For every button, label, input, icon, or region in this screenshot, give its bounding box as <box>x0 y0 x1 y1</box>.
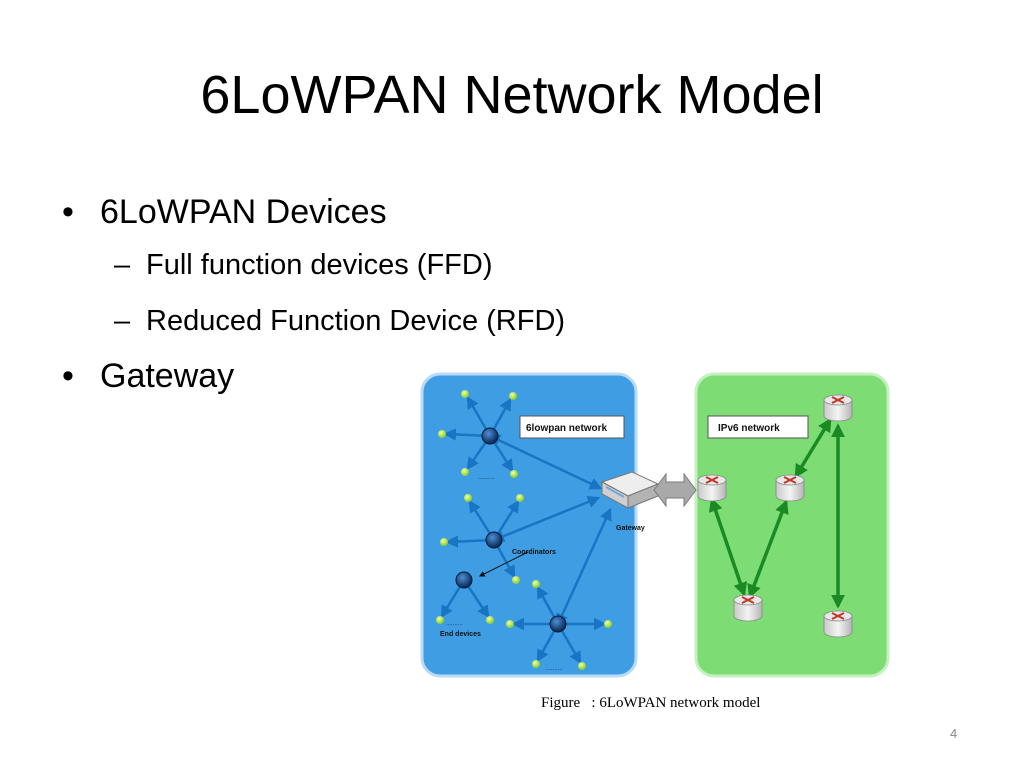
network-diagram: 6lowpan network IPv6 network <box>420 372 890 678</box>
end-devices-label: End devices <box>440 631 481 638</box>
end-device-node <box>604 620 612 628</box>
coordinators-label: Coordinators <box>512 549 556 556</box>
bullet-item: • Gateway <box>60 354 700 398</box>
bullet-list: • 6LoWPAN Devices – Full function device… <box>60 190 700 410</box>
ipv6-label: IPv6 network <box>718 423 780 434</box>
end-device-node <box>512 576 520 584</box>
router-icon <box>697 474 727 502</box>
ipv6-links <box>708 417 845 609</box>
end-device-node <box>532 580 540 588</box>
gateway-label: Gateway <box>616 525 645 532</box>
bullet-text: 6LoWPAN Devices <box>100 193 387 231</box>
sub-bullet-marker: – <box>114 249 131 281</box>
end-device-node <box>486 616 494 624</box>
coordinator-node <box>481 427 499 445</box>
bullet-marker: • <box>62 193 74 231</box>
end-device-node <box>436 616 444 624</box>
coordinator-node <box>549 615 567 633</box>
ellipsis-mark: .......... <box>478 475 495 481</box>
gateway-links <box>487 434 612 627</box>
sub-bullet-item: – Reduced Function Device (RFD) <box>60 302 700 340</box>
end-device-node <box>509 392 517 400</box>
end-device-node <box>506 620 514 628</box>
end-device-node <box>461 468 469 476</box>
slide-title: 6LoWPAN Network Model <box>200 65 824 125</box>
router-icon <box>775 474 805 502</box>
bullet-item: • 6LoWPAN Devices <box>60 190 700 234</box>
end-device-node <box>461 390 469 398</box>
end-device-node <box>578 662 586 670</box>
ellipsis-mark: .......... <box>546 666 563 672</box>
end-device-node <box>516 494 524 502</box>
coordinator-node <box>455 571 473 589</box>
end-device-node <box>532 660 540 668</box>
sub-bullet-marker: – <box>114 305 131 337</box>
figure-caption: Figure : 6LoWPAN network model <box>541 695 761 711</box>
end-device-node <box>464 494 472 502</box>
router-icon <box>823 394 853 422</box>
bullet-text: Gateway <box>100 357 235 395</box>
end-devices <box>436 390 612 670</box>
end-device-node <box>510 470 518 478</box>
router-icon <box>733 594 763 622</box>
bullet-marker: • <box>62 357 74 395</box>
end-device-node <box>438 430 446 438</box>
gateway-icon <box>600 471 660 509</box>
page-number: 4 <box>950 726 958 741</box>
sub-bullet-text: Reduced Function Device (RFD) <box>146 305 566 337</box>
lowpan-label: 6lowpan network <box>526 423 608 434</box>
router-icon <box>823 610 853 638</box>
coordinator-pointer <box>478 551 529 577</box>
sub-bullet-item: – Full function devices (FFD) <box>60 246 700 284</box>
bidirectional-arrow-icon <box>653 472 697 508</box>
ellipsis-mark: .......... <box>446 621 463 627</box>
coordinator-node <box>485 531 503 549</box>
sub-bullet-text: Full function devices (FFD) <box>146 249 493 281</box>
end-device-node <box>440 538 448 546</box>
